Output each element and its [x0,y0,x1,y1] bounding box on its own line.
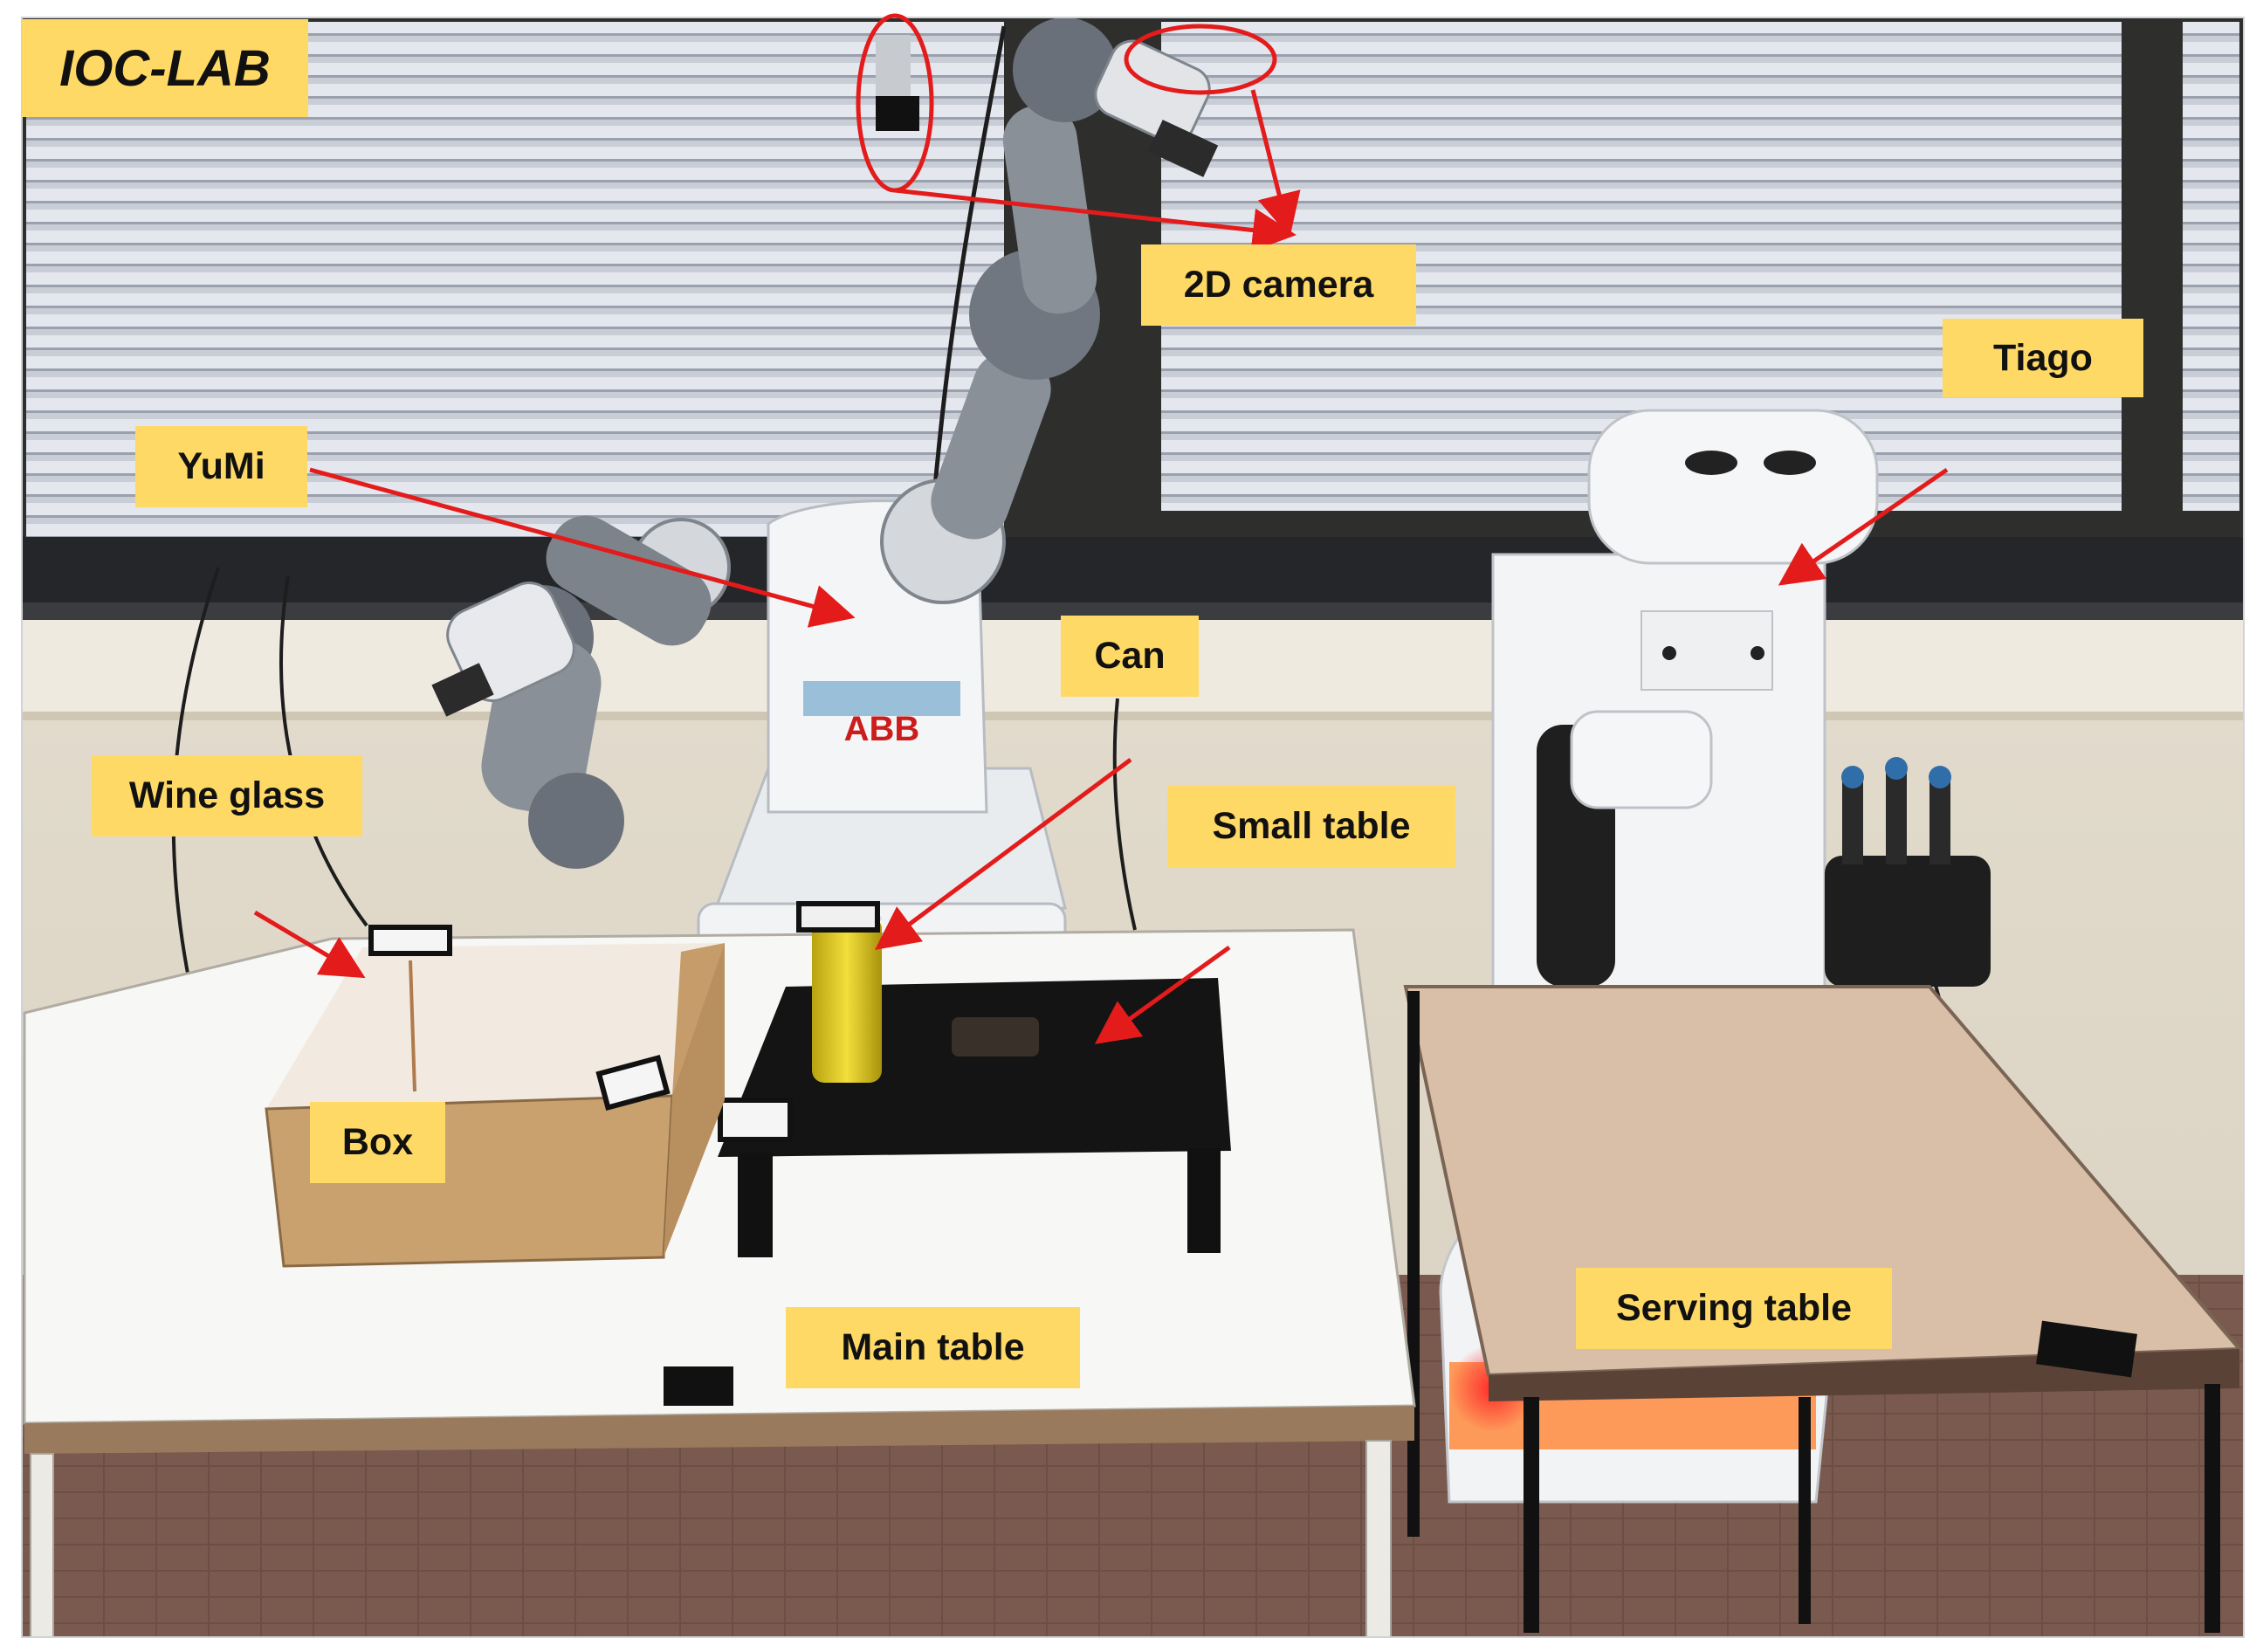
svg-text:ABB: ABB [844,710,920,748]
serving-table-label: Serving table [1576,1268,1892,1349]
box-object [265,925,725,1268]
yumi-label: YuMi [135,426,307,507]
can-label: Can [1061,616,1199,697]
small-table-label: Small table [1167,786,1455,867]
wine-glass-label: Wine glass [92,755,362,836]
main-table-label: Main table [786,1307,1080,1388]
tiago-label: Tiago [1943,319,2143,397]
camera-label: 2D camera [1141,244,1416,326]
lab-name-label: IOC-LAB [22,19,308,117]
box-label: Box [310,1102,445,1183]
can-object [796,901,882,1083]
